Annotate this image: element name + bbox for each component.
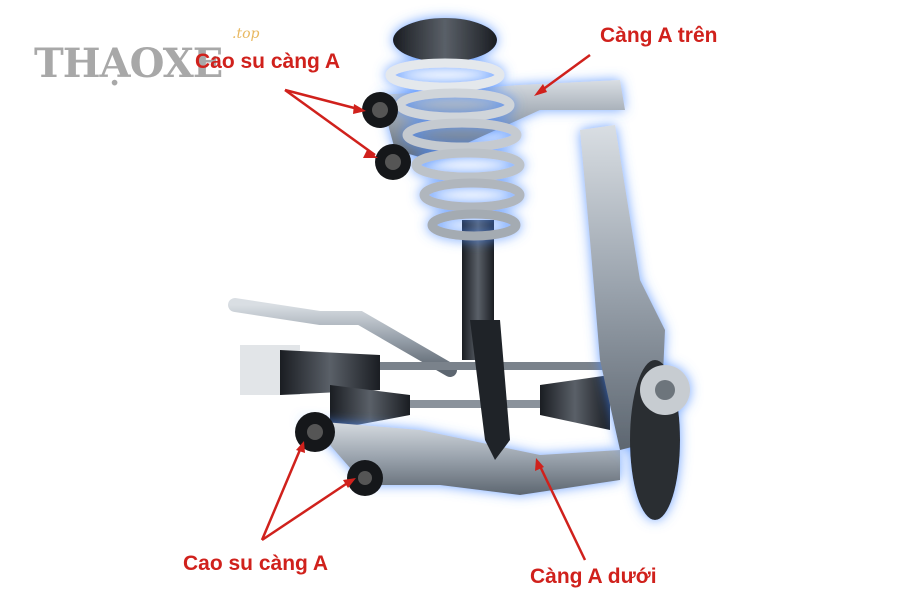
coil-spring (385, 18, 525, 241)
label-lower-arm: Càng A dưới (530, 565, 657, 588)
sway-bar (228, 298, 457, 377)
steering-knuckle (580, 125, 690, 520)
shock-absorber (462, 220, 510, 460)
drive-axle (330, 375, 610, 430)
callout-arrows (260, 53, 591, 561)
bushing-icon (295, 92, 411, 496)
label-lower-bushing: Cao su càng A (183, 552, 329, 575)
watermark-suffix: .top (232, 26, 260, 42)
upper-control-arm (380, 80, 625, 160)
watermark-logo: THẠOXE (34, 40, 223, 87)
label-upper-bushing: Cao su càng A (195, 50, 341, 73)
label-upper-arm: Càng A trên (600, 24, 718, 47)
steering-rack (240, 345, 630, 395)
